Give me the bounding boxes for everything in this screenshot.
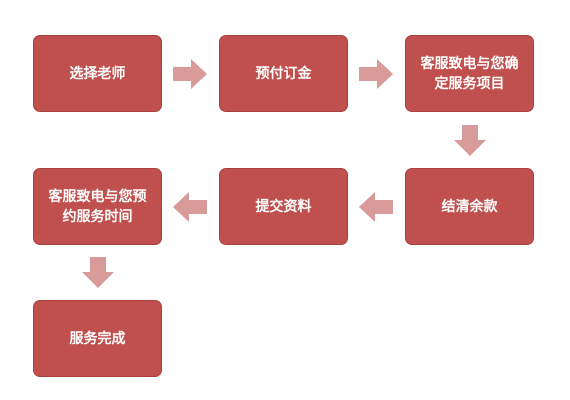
arrow-down-icon <box>454 125 486 156</box>
step-label-deposit: 预付订金 <box>255 65 312 82</box>
step-box-select-teacher: 选择老师 <box>33 35 162 112</box>
arrow-right-icon <box>359 59 393 89</box>
step-label-service-complete: 服务完成 <box>69 330 126 347</box>
arrow-down-icon <box>82 257 114 288</box>
step-box-pay-balance: 结清余款 <box>405 168 534 245</box>
step-label-pay-balance: 结清余款 <box>441 198 498 215</box>
step-box-service-complete: 服务完成 <box>33 300 162 377</box>
step-label-select-teacher: 选择老师 <box>69 65 126 82</box>
step-label-book-time: 客服致电与您预 约服务时间 <box>48 188 147 225</box>
step-box-book-time: 客服致电与您预 约服务时间 <box>33 168 162 245</box>
step-box-deposit: 预付订金 <box>219 35 348 112</box>
arrow-right-icon <box>173 59 207 89</box>
step-box-confirm-service: 客服致电与您确 定服务项目 <box>405 35 534 112</box>
step-box-submit-docs: 提交资料 <box>219 168 348 245</box>
step-label-confirm-service: 客服致电与您确 定服务项目 <box>420 55 519 92</box>
step-label-submit-docs: 提交资料 <box>255 198 312 215</box>
arrow-left-icon <box>359 192 393 222</box>
arrow-left-icon <box>173 192 207 222</box>
